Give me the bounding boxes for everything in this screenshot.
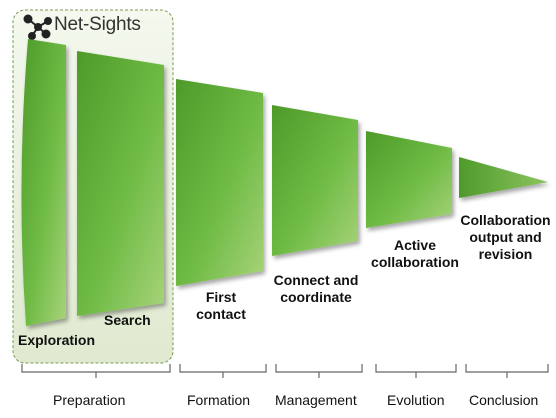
phase-brackets xyxy=(21,364,549,378)
phase-label-conclusion: Conclusion xyxy=(469,392,539,408)
stage-label-first-contact: First contact xyxy=(196,289,246,322)
funnel-segment-active-collaboration xyxy=(366,131,452,228)
brand-name: Net-Sights xyxy=(54,14,141,35)
bracket-conclusion xyxy=(465,364,549,373)
phase-label-preparation: Preparation xyxy=(53,392,126,408)
stage-label-collaboration-output: Collaboration output and revision xyxy=(460,212,551,262)
bracket-preparation xyxy=(21,364,171,373)
phase-label-formation: Formation xyxy=(187,392,251,408)
funnel-segment-exploration xyxy=(21,39,67,326)
funnel-segment-connect-coordinate xyxy=(272,105,358,256)
funnel-segment-first-contact xyxy=(176,79,263,286)
funnel-segment-search xyxy=(77,51,164,316)
stage-label-exploration: Exploration xyxy=(18,332,96,348)
phase-label-evolution: Evolution xyxy=(387,392,445,408)
bracket-management xyxy=(275,364,363,373)
stage-label-connect-coordinate: Connect and coordinate xyxy=(273,272,359,305)
funnel-segment-collaboration-output xyxy=(459,157,548,198)
stage-label-active-collaboration: Active collaboration xyxy=(371,237,459,270)
bracket-evolution xyxy=(375,364,457,373)
bracket-formation xyxy=(179,364,267,373)
stage-label-search: Search xyxy=(104,312,151,328)
phase-label-management: Management xyxy=(275,392,357,408)
network-nodes-icon xyxy=(23,14,52,40)
